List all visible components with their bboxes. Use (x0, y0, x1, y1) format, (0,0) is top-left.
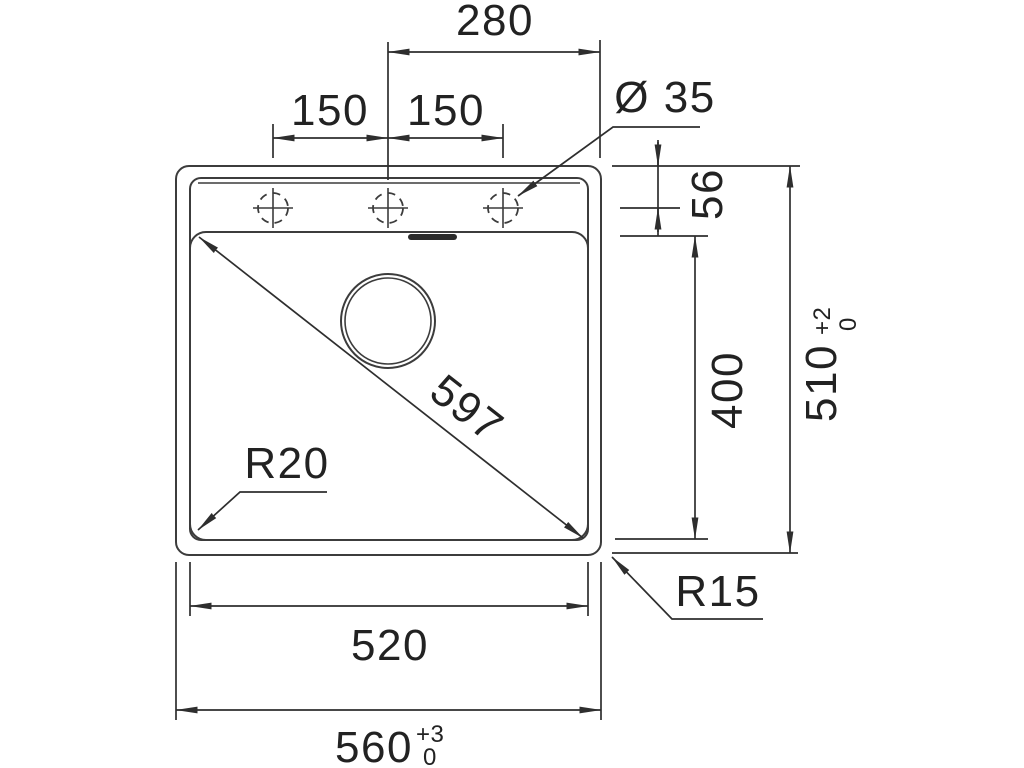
dim-510-label: 510 (797, 344, 846, 422)
dim-560-tol-plus: +3 (416, 721, 444, 748)
dim-150-left-label: 150 (291, 86, 369, 135)
dim-560-tol-minus: 0 (423, 744, 437, 768)
dim-510: 510 +2 0 (612, 165, 862, 554)
faucet-holes (253, 188, 523, 228)
dim-r20-label: R20 (244, 439, 329, 488)
dim-510-tol-minus: 0 (835, 317, 862, 331)
dim-560: 560 +3 0 (175, 562, 602, 768)
dim-510-tol-plus: +2 (809, 307, 836, 335)
dim-diameter-label: Ø 35 (614, 73, 715, 122)
dim-r15: R15 (611, 556, 763, 620)
overflow-slot (408, 234, 457, 240)
dim-280-label: 280 (456, 0, 534, 45)
faucet-hole-left (253, 188, 293, 228)
faucet-hole-center (368, 188, 408, 228)
dim-56: 56 (612, 140, 800, 236)
dim-520: 520 (189, 562, 589, 670)
dim-560-label: 560 (335, 723, 413, 768)
dim-150-right-label: 150 (407, 86, 485, 135)
dim-hole-diameter: Ø 35 (517, 73, 715, 197)
dim-r15-label: R15 (675, 567, 760, 616)
dim-520-label: 520 (351, 621, 429, 670)
dim-150-150: 150 150 (272, 86, 504, 158)
dim-56-label: 56 (683, 168, 732, 220)
dim-400: 400 (615, 235, 752, 540)
bowl-outline (189, 231, 589, 541)
dim-280: 280 (387, 0, 601, 180)
faucet-hole-right (483, 188, 523, 228)
dim-r20: R20 (197, 439, 329, 531)
dim-400-label: 400 (703, 351, 752, 429)
